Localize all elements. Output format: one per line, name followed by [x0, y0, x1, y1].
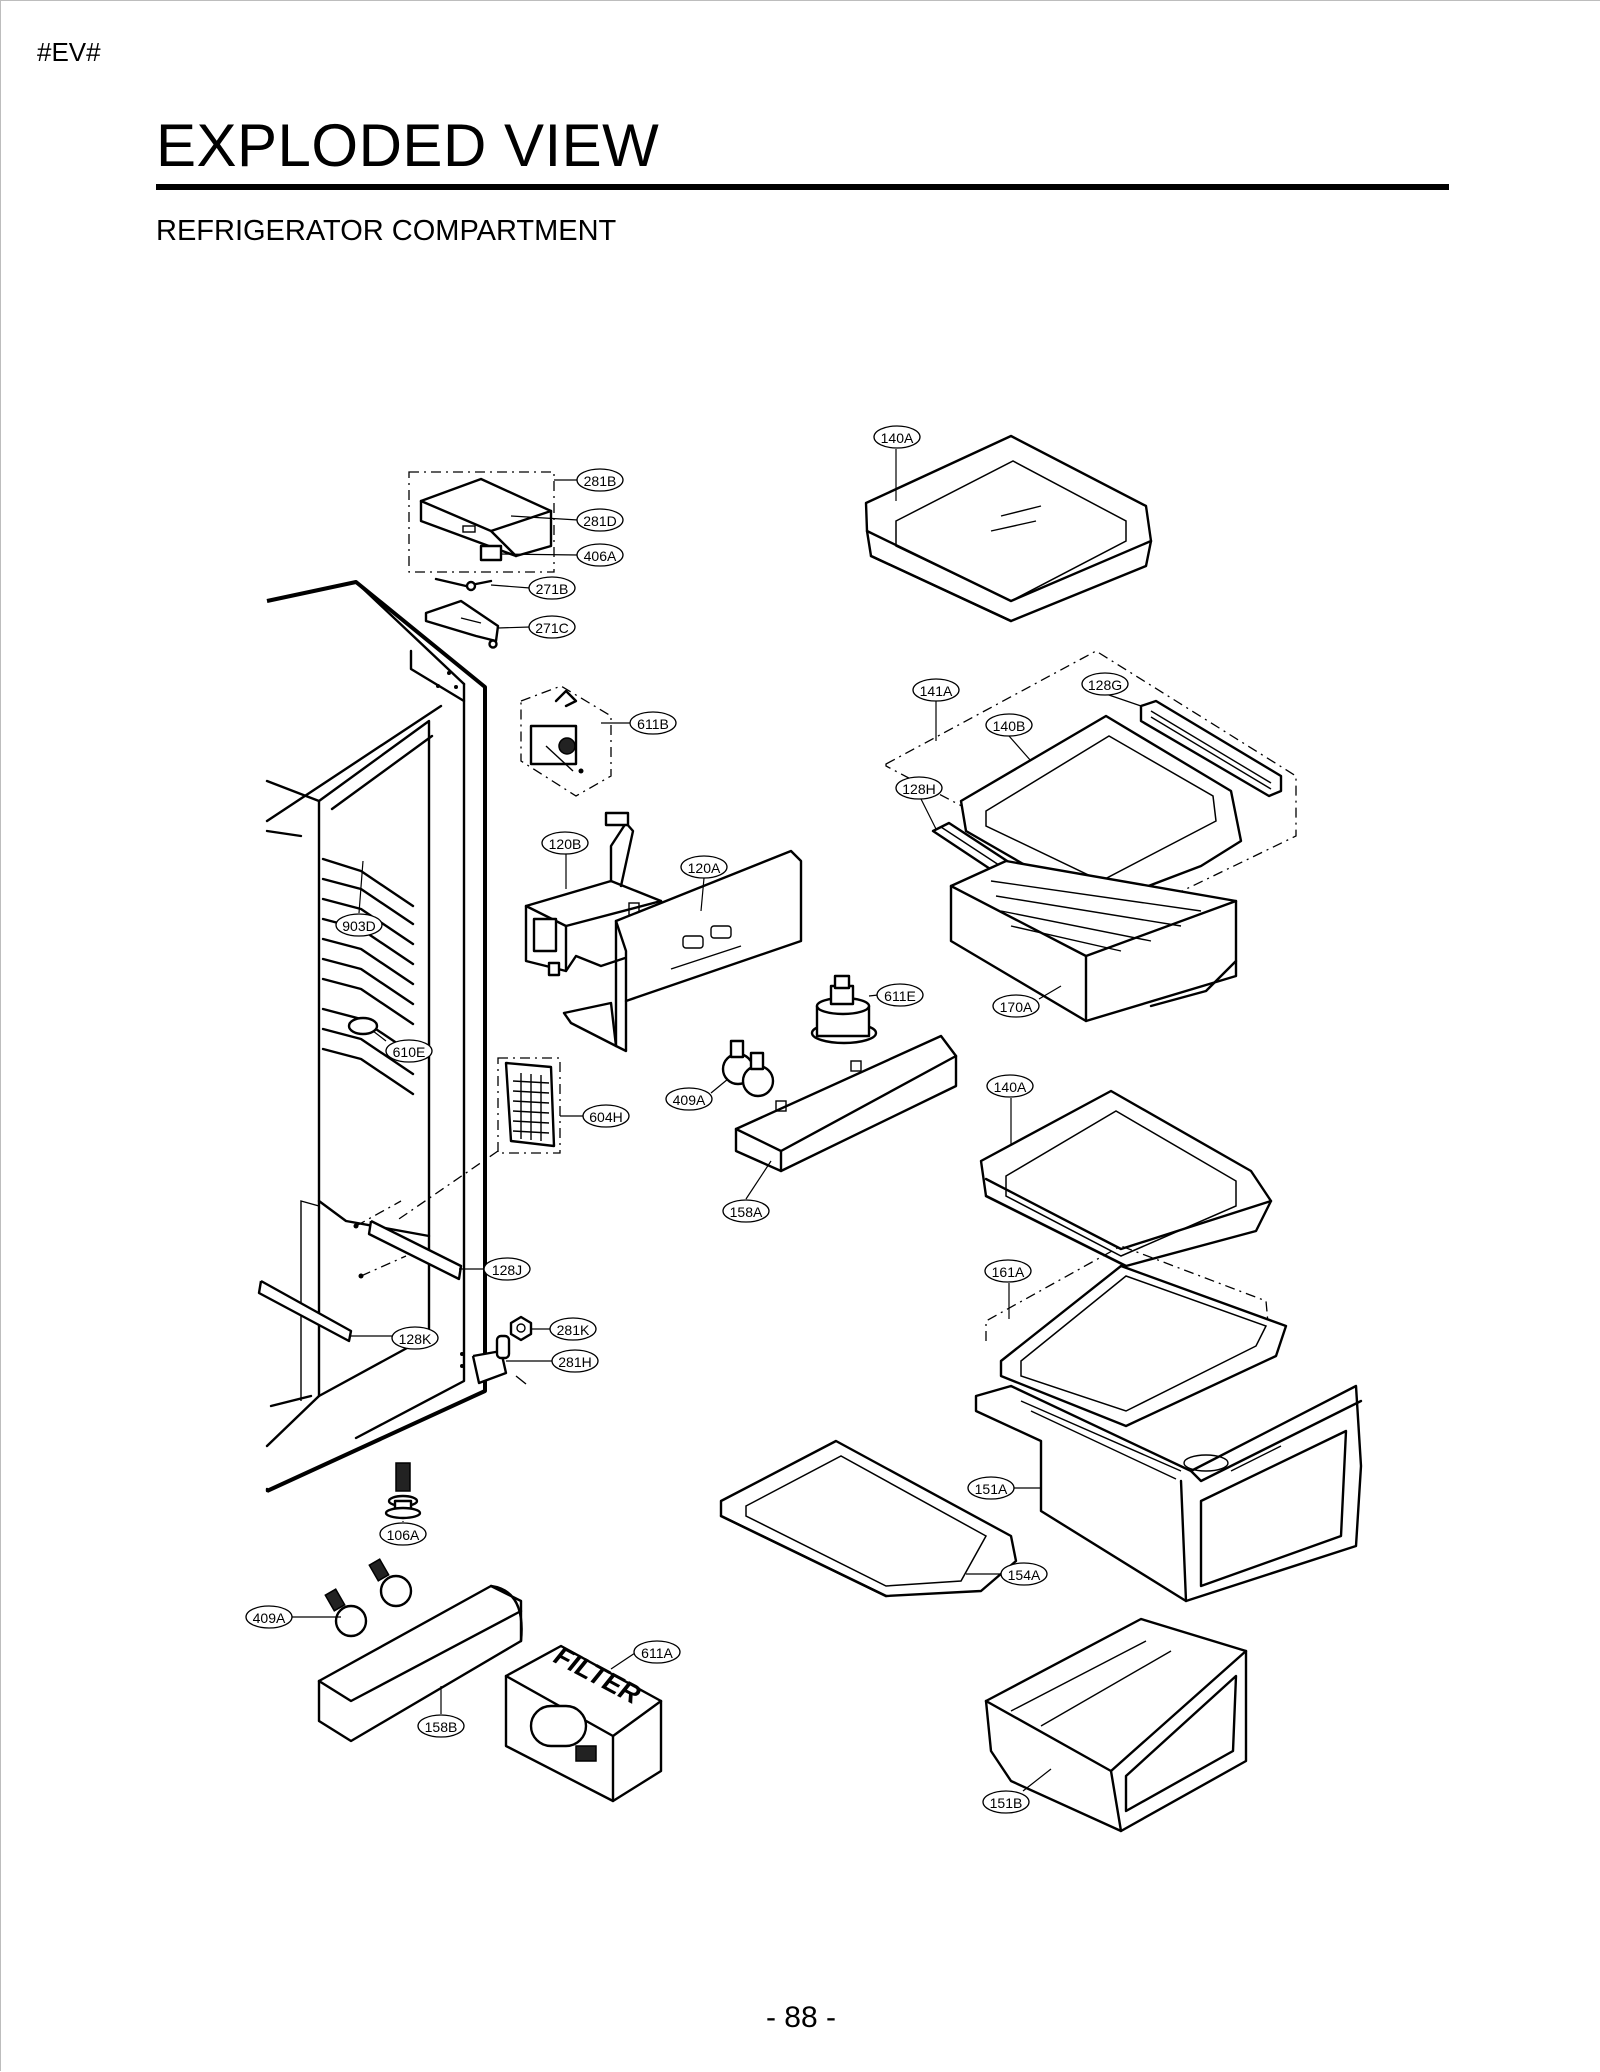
- svg-text:161A: 161A: [992, 1264, 1025, 1280]
- page-title: EXPLODED VIEW: [156, 112, 660, 179]
- callout-128j: 128J: [459, 1257, 531, 1281]
- svg-text:140B: 140B: [993, 718, 1026, 734]
- nut-281k: [509, 1315, 533, 1342]
- shelf-140a-top: [864, 434, 1153, 623]
- callout-128g: 128G: [1081, 672, 1142, 707]
- callout-106a: 106A: [379, 1521, 427, 1546]
- callout-128h: 128H: [895, 776, 943, 830]
- svg-text:409A: 409A: [253, 1610, 286, 1626]
- rail-128k: [257, 1279, 353, 1343]
- svg-text:409A: 409A: [673, 1092, 706, 1108]
- callout-140b: 140B: [985, 713, 1033, 762]
- section-title: REFRIGERATOR COMPARTMENT: [156, 215, 617, 247]
- svg-text:271B: 271B: [536, 581, 569, 597]
- lamp-cover-158a: [734, 974, 958, 1173]
- callout-151a: 151A: [967, 1476, 1041, 1500]
- svg-text:281K: 281K: [557, 1322, 590, 1338]
- callout-120b: 120B: [541, 831, 589, 889]
- callout-281k: 281K: [531, 1317, 597, 1341]
- callout-170a: 170A: [992, 985, 1062, 1018]
- svg-text:903D: 903D: [342, 918, 375, 934]
- shelf-assembly-141a: [885, 650, 1297, 1023]
- title-underline: [156, 184, 1449, 190]
- svg-text:120B: 120B: [549, 836, 582, 852]
- water-filter-611a: FILTER: [504, 1640, 663, 1803]
- callout-611e: 611E: [868, 983, 924, 1007]
- control-housing: [524, 811, 803, 1053]
- light-switch-icon: [347, 1016, 379, 1036]
- callout-158a: 158A: [722, 1160, 772, 1223]
- svg-text:281D: 281D: [583, 513, 616, 529]
- callout-158b: 158B: [417, 1686, 465, 1738]
- callout-409a-low: 409A: [245, 1605, 341, 1629]
- shelf-140a-mid: [979, 1089, 1273, 1268]
- dashed-box-611b: [520, 685, 612, 797]
- svg-text:151B: 151B: [990, 1795, 1023, 1811]
- svg-text:154A: 154A: [1008, 1567, 1041, 1583]
- callout-120a: 120A: [680, 855, 728, 912]
- svg-text:128G: 128G: [1088, 677, 1122, 693]
- svg-text:141A: 141A: [920, 683, 953, 699]
- hinge-bracket-281h: [471, 1349, 508, 1385]
- callout-128k: 128K: [351, 1326, 439, 1350]
- page-number: - 88 -: [765, 2001, 837, 2034]
- dashed-box-281b: [408, 471, 555, 573]
- callout-409a-mid: 409A: [665, 1078, 729, 1111]
- callout-611b: 611B: [601, 711, 677, 735]
- svg-text:120A: 120A: [688, 860, 721, 876]
- leveling-leg-106a: [384, 1462, 422, 1520]
- document-tag: #EV#: [37, 37, 101, 67]
- lamp-bulbs-mid: [721, 1039, 775, 1098]
- callout-406a: 406A: [500, 543, 624, 567]
- lamp-bulbs-low: [324, 1558, 413, 1638]
- crisper-assembly-161a: [974, 1245, 1363, 1603]
- callout-140a-mid: 140A: [986, 1074, 1034, 1146]
- drawer-151b: [984, 1617, 1248, 1833]
- svg-text:281B: 281B: [584, 473, 617, 489]
- callout-281d: 281D: [510, 508, 624, 532]
- svg-text:140A: 140A: [881, 430, 914, 446]
- top-control-assembly: [408, 471, 612, 797]
- refrigerator-cabinet: [257, 580, 533, 1493]
- callout-281b: 281B: [554, 468, 624, 492]
- callout-141a: 141A: [912, 678, 960, 741]
- svg-text:151A: 151A: [975, 1481, 1008, 1497]
- callout-271b: 271B: [490, 576, 576, 600]
- callout-281h: 281H: [506, 1349, 599, 1373]
- svg-text:128K: 128K: [399, 1331, 432, 1347]
- svg-text:611E: 611E: [884, 988, 916, 1004]
- callout-140a-top: 140A: [873, 425, 921, 501]
- rail-128j: [367, 1219, 463, 1281]
- callout-151b: 151B: [982, 1768, 1052, 1814]
- svg-text:610E: 610E: [393, 1044, 426, 1060]
- callout-154a: 154A: [966, 1562, 1048, 1586]
- svg-text:128H: 128H: [902, 781, 935, 797]
- glass-shelf-154a: [719, 1439, 1018, 1598]
- svg-text:158B: 158B: [425, 1719, 458, 1735]
- svg-text:604H: 604H: [589, 1109, 622, 1125]
- callout-903d: 903D: [335, 860, 383, 937]
- svg-text:406A: 406A: [584, 548, 617, 564]
- lamp-cover-158b: [317, 1584, 523, 1743]
- svg-text:611A: 611A: [641, 1645, 673, 1661]
- svg-text:128J: 128J: [492, 1262, 522, 1278]
- svg-text:271C: 271C: [535, 620, 568, 636]
- svg-text:106A: 106A: [387, 1527, 420, 1543]
- callout-604h: 604H: [560, 1104, 630, 1128]
- callout-611a: 611A: [610, 1640, 681, 1670]
- svg-text:140A: 140A: [994, 1079, 1027, 1095]
- callout-161a: 161A: [984, 1259, 1032, 1319]
- callout-610e: 610E: [372, 1030, 433, 1063]
- svg-text:611B: 611B: [637, 716, 669, 732]
- filter-cover-604h: [395, 1057, 561, 1222]
- svg-text:281H: 281H: [558, 1354, 591, 1370]
- callout-271c: 271C: [497, 615, 576, 639]
- svg-text:170A: 170A: [1000, 999, 1033, 1015]
- svg-text:158A: 158A: [730, 1204, 763, 1220]
